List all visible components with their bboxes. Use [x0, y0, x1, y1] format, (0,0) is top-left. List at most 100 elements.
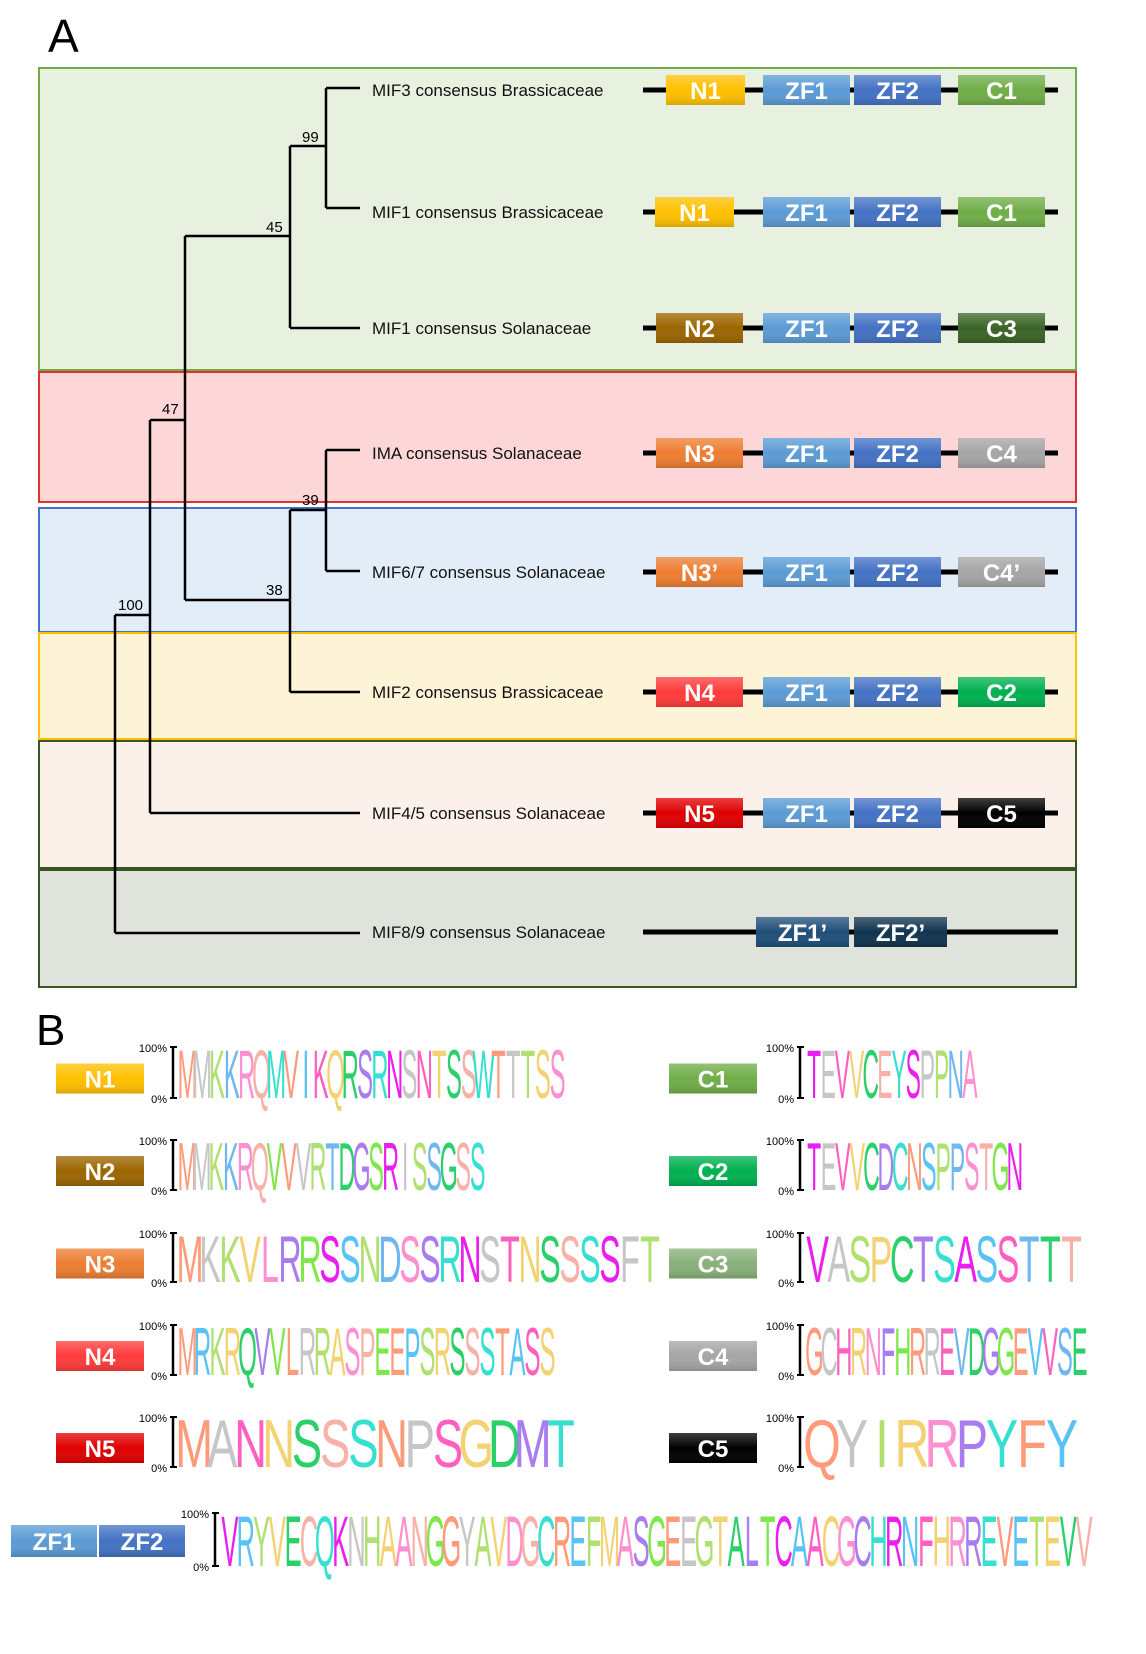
zf-logo-letter: F [918, 1502, 934, 1582]
zf-logo-letter: Y [253, 1502, 270, 1582]
c-logo-C2-letter: P [950, 1128, 965, 1204]
c-logo-C5-axis-top-label: 100% [766, 1413, 794, 1425]
c-logo-C2-axis-bottom-label: 0% [778, 1186, 794, 1198]
clade-100 [115, 420, 152, 813]
zf-badge-ZF2-shine [99, 1525, 185, 1557]
domain-label-mif1s-0: N2 [684, 316, 715, 343]
n-logo-N5-letter: N [234, 1407, 267, 1482]
n-logo-N2-letter: M [178, 1129, 198, 1205]
zf-logo-letter: V [1076, 1502, 1093, 1582]
zf-badge-ZF1-shine [11, 1525, 97, 1557]
n-logo-N2-letter: D [339, 1129, 356, 1205]
zf-logo-letter: S [633, 1502, 650, 1582]
domain-shine [958, 197, 1045, 227]
n-logo-N1-letter: K [224, 1035, 240, 1112]
c-logo-C4-letter: N [865, 1314, 882, 1390]
n-logo-N4-letter: R [194, 1314, 211, 1390]
n-logo-N1-letter: M [192, 1035, 212, 1112]
bootstrap-39: 39 [302, 492, 319, 509]
zf-logo-letter: V [269, 1502, 286, 1582]
zf-logo-letter: E [1044, 1502, 1061, 1582]
domain-shine [958, 75, 1045, 105]
c-logo-C4-letter: E [939, 1314, 955, 1390]
c-logo-C4-letter: R [850, 1314, 867, 1390]
domain-label-mif45-3: C5 [986, 801, 1017, 828]
species-label-mif89: MIF8/9 consensus Solanaceae [372, 923, 605, 942]
c-logo-C5-letter: R [925, 1407, 960, 1482]
domain-label-mif3-3: C1 [986, 78, 1017, 105]
n-logo-N2-letter: S [455, 1129, 471, 1205]
species-label-mif45: MIF4/5 consensus Solanaceae [372, 804, 605, 823]
n-logo-N4-letter: R [434, 1314, 451, 1390]
domain-label-mif1b-1: ZF1 [785, 200, 828, 227]
c-logo-C2-letter: N [906, 1128, 923, 1204]
domain-label-mif67-2: ZF2 [876, 560, 919, 587]
domain-label-mif1s-3: C3 [986, 316, 1017, 343]
n-logo-N1-letter: K [209, 1035, 225, 1112]
c-logo-C4-letter: G [982, 1314, 1000, 1390]
zf-badge-ZF2-label: ZF2 [121, 1529, 164, 1556]
c-logo-C1-axis-bottom-label: 0% [778, 1094, 794, 1106]
n-logo-N1-letter: S [550, 1035, 566, 1112]
zf-logo-letter: R [948, 1502, 966, 1582]
c-logo-C4-letter: E [1072, 1314, 1088, 1390]
n-logo-N2-axis-bottom-label: 0% [151, 1186, 167, 1198]
n-logo-N1-letter: S [446, 1035, 462, 1112]
n-badge-N1-shine [56, 1063, 144, 1094]
zf-logo-letter: R [964, 1502, 982, 1582]
c-logo-C4-letter: D [968, 1314, 985, 1390]
c-logo-C2-letter: V [849, 1128, 865, 1204]
c-logo-C2-letter: E [821, 1128, 836, 1204]
bootstrap-45: 45 [266, 219, 283, 236]
n-badge-N5-label: N5 [85, 1436, 116, 1463]
zf-logo-letter: D [505, 1502, 523, 1582]
n-badge-N2-label: N2 [85, 1159, 116, 1186]
n-logo-N4-letter: V [269, 1314, 285, 1390]
c-logo-C4-letter: R [924, 1314, 941, 1390]
zf-logo-letter: E [981, 1502, 998, 1582]
c-logo-C4-letter: G [997, 1314, 1015, 1390]
c-logo-C2-letter: G [992, 1128, 1010, 1204]
zf-logo-letter: Q [315, 1502, 335, 1582]
zf-logo-letter: E [1012, 1502, 1029, 1582]
domain-label-ima-3: C4 [986, 441, 1017, 468]
n-logo-N4-axis-bottom-label: 0% [151, 1371, 167, 1383]
n-logo-N2-letter: R [237, 1129, 254, 1205]
c-logo-C4-letter: G [805, 1314, 823, 1390]
zf-logo-letter: A [807, 1502, 824, 1582]
c-logo-C3-letter: A [827, 1223, 850, 1297]
c-logo-C3-letter: C [890, 1223, 915, 1297]
species-label-mif67: MIF6/7 consensus Solanaceae [372, 563, 605, 582]
zf-logo-letter: A [380, 1502, 397, 1582]
panel-a-tree-diagram: A 99 45 47 39 38 100 MIF3 consensus Bras… [38, 10, 1077, 988]
c-badge-C4-label: C4 [698, 1344, 729, 1371]
clade-38 [185, 510, 292, 692]
c-logo-C2-letter: C [892, 1128, 909, 1204]
domain-shine [854, 75, 941, 105]
zf-logo-letter: A [395, 1502, 412, 1582]
species-label-mif1b: MIF1 consensus Brassicaceae [372, 203, 604, 222]
n-logo-N1-letter: Q [252, 1035, 271, 1112]
zf-logo-axis-top-label: 100% [181, 1509, 209, 1521]
n-logo-N1-letter: I [303, 1035, 310, 1112]
n-logo-N3-letter: T [640, 1224, 660, 1298]
species-label-mif3: MIF3 consensus Brassicaceae [372, 81, 604, 100]
n-logo-N2-letter: K [223, 1129, 239, 1205]
zf-logo-letter: F [586, 1502, 602, 1582]
zf-logo-letter: Y [459, 1502, 476, 1582]
n-logo-N4-letter: S [479, 1314, 495, 1390]
domain-shine [763, 313, 850, 343]
zf-logo-letter: A [728, 1502, 745, 1582]
clade-99 [290, 88, 328, 208]
n-logo-N3-letter: N [358, 1224, 381, 1298]
c-logo-C1-letter: E [821, 1036, 836, 1113]
n-logo-N5-letter: T [547, 1407, 575, 1482]
c-logo-C3-letter: S [975, 1223, 998, 1297]
zf-logo-letter: V [490, 1502, 507, 1582]
n-logo-N3-letter: K [199, 1224, 221, 1298]
clade-45 [185, 146, 292, 328]
zf-logo-letter: T [1029, 1502, 1045, 1582]
n-logo-N5-axis-bottom-label: 0% [151, 1463, 167, 1475]
zf-logo-letter: T [712, 1502, 728, 1582]
